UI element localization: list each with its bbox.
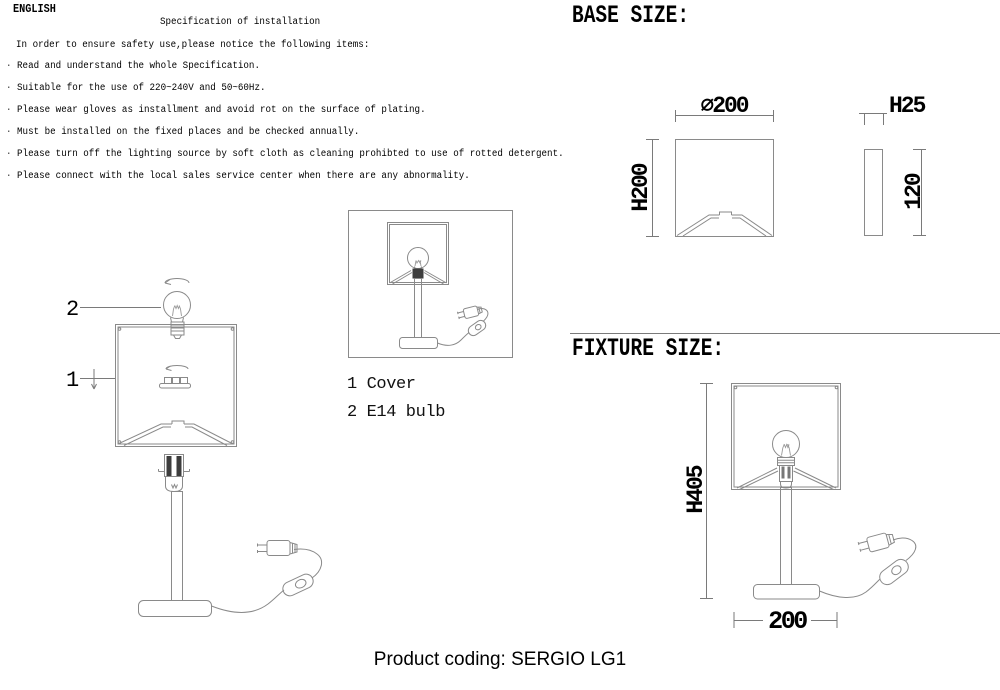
switch-drawing [282,573,314,597]
safety-item-text: Suitable for the use of 220~240V and 50~… [17,83,266,94]
bullet-dot: · [6,105,12,116]
cover-ring-part [159,377,191,389]
safety-item: · Suitable for the use of 220~240V and 50… [6,83,265,94]
safety-item: · Must be installed on the fixed places a… [6,127,359,138]
stem-drawing [171,491,183,601]
base-thickness-dimension: H25 [859,93,928,125]
base-front-view: ⌀200 H200 [628,93,774,237]
fixture-base-label: 200 [768,607,807,636]
safety-item-text: Please connect with the local sales serv… [17,171,470,182]
fixture-size-heading: FIXTURE SIZE: [572,334,725,363]
bulb-number: 2 [66,297,79,322]
legend-bulb: 2 E14 bulb [347,403,446,422]
mini-switch-drawing [467,319,487,337]
fixture-switch-drawing [879,558,909,586]
safety-item: · Read and understand the whole Specifica… [6,61,260,72]
language-label: ENGLISH [13,2,56,16]
bullet-dot: · [6,127,12,138]
safety-item: · Please turn off the lighting source by … [6,149,564,160]
bullet-dot: · [6,61,12,72]
safety-item-text: Please wear gloves as installment and av… [17,105,426,116]
bulb-drawing [163,291,191,339]
fixture-plug-drawing [857,532,896,553]
bullet-dot: · [6,149,12,160]
fixture-view: H405 200 [570,333,1000,636]
rotate-arrow-icon [164,278,190,285]
product-coding: Product coding: SERGIO LG1 [373,649,627,670]
safety-item: · Please wear gloves as installment and a… [6,105,426,116]
callout-bulb: 2 [66,297,161,322]
base-side-view: H25 120 [859,93,928,236]
assembled-lamp-frame [348,210,513,358]
fixture-height-label: H405 [683,465,709,513]
safety-item-text: Must be installed on the fixed places an… [17,127,360,138]
base-size-heading: BASE SIZE: [572,1,690,30]
base-diameter-dimension: ⌀200 [675,93,774,122]
base-thickness-label: H25 [889,93,926,119]
base-drawing [138,600,212,617]
callout-cover: 1 [66,368,115,393]
exploded-view: 2 1 [66,278,323,617]
shade-drawing [115,324,237,447]
safety-item-text: Read and understand the whole Specificat… [17,61,260,72]
bullet-dot: · [6,171,12,182]
safety-item-text: Please turn off the lighting source by s… [17,149,564,160]
fixture-cord-drawing [819,532,917,598]
base-height-dimension: H200 [628,139,659,237]
intro-line: In order to ensure safety use,please not… [16,40,370,51]
page-title: Specification of installation [160,17,321,28]
plug-drawing [257,540,298,556]
safety-item: · Please connect with the local sales ser… [6,171,470,182]
base-diameter-label: ⌀200 [700,93,748,119]
legend-cover: 1 Cover [347,375,416,394]
base-side-height-dimension: 120 [901,149,927,236]
base-height-label: H200 [628,163,654,211]
cord-drawing [211,540,323,613]
bullet-dot: · [6,83,12,94]
lamp-holder-drawing [158,454,190,493]
fixture-height-dimension: H405 [683,383,713,599]
fixture-base-dimension: 200 [733,607,838,636]
mini-plug-drawing [456,305,483,320]
cover-number: 1 [66,368,79,393]
base-side-height-label: 120 [901,173,927,210]
